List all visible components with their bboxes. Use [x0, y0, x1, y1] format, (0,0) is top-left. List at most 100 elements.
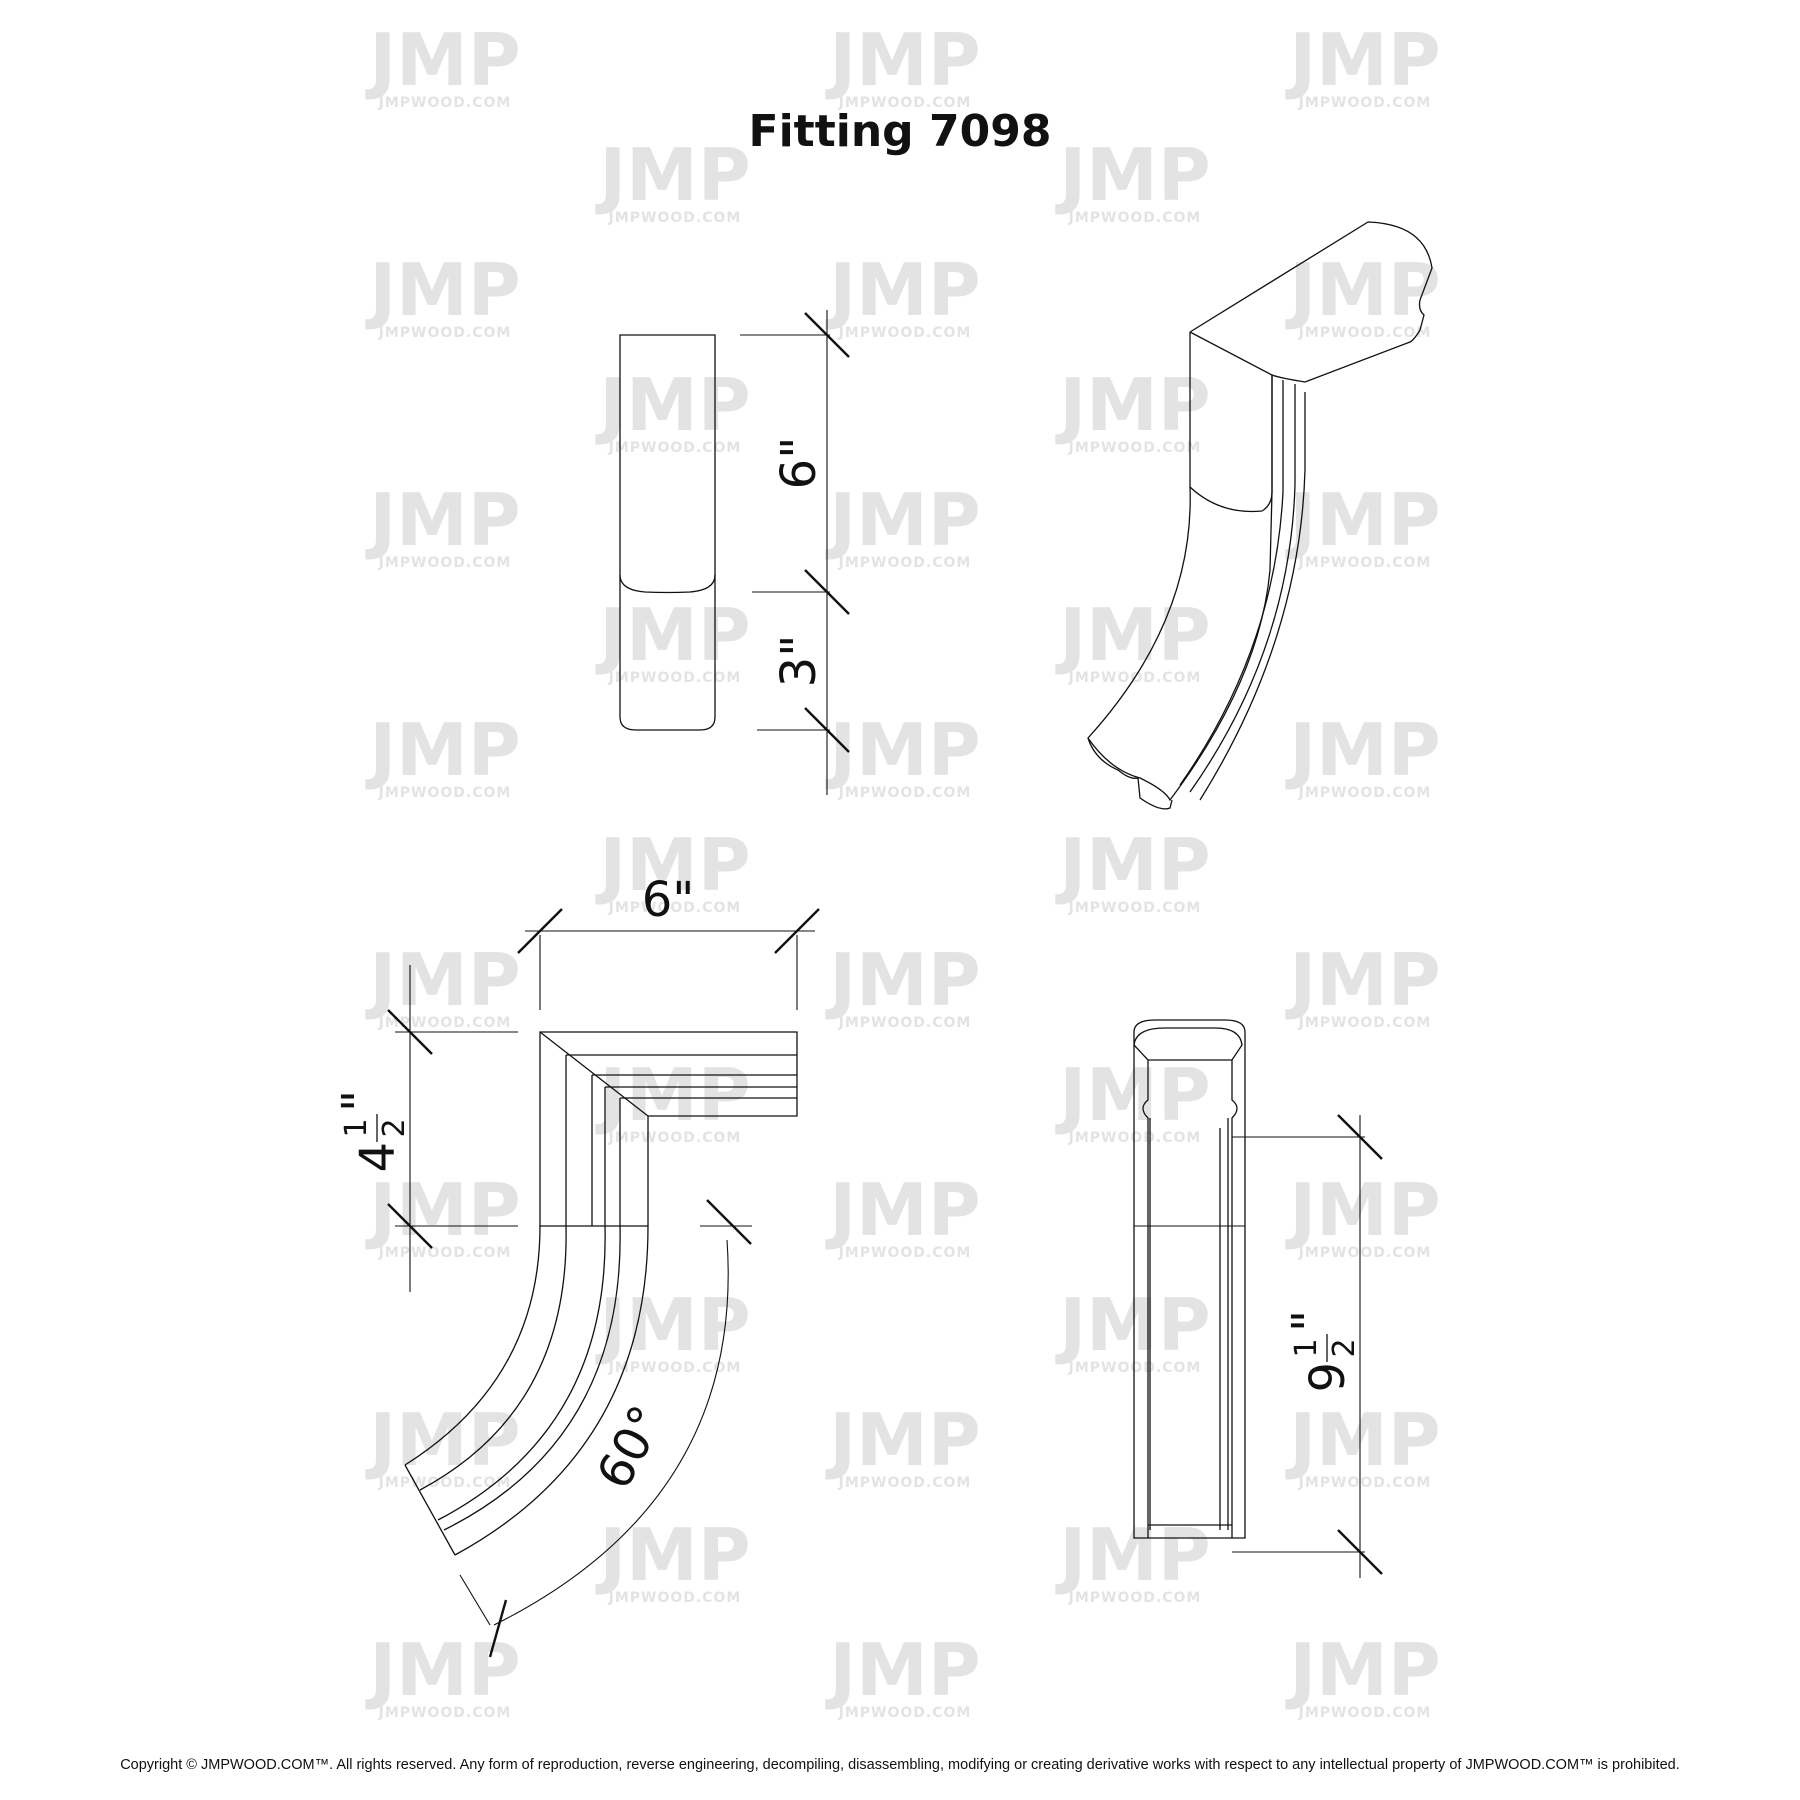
svg-text:JMPWOOD.COM: JMPWOOD.COM: [378, 325, 512, 341]
svg-text:JMPWOOD.COM: JMPWOOD.COM: [1298, 1245, 1432, 1261]
profile-outline: [1133, 1019, 1246, 1539]
profile-cap: [1133, 1027, 1243, 1061]
extension-line: [459, 1574, 491, 1626]
svg-text:JMPWOOD.COM: JMPWOOD.COM: [608, 1590, 742, 1606]
svg-text:JMPWOOD.COM: JMPWOOD.COM: [1298, 325, 1432, 341]
svg-text:JMP: JMP: [594, 1053, 750, 1137]
svg-text:JMP: JMP: [1284, 248, 1440, 332]
dimension-tick: [706, 1199, 752, 1245]
dimension-numerator: 1: [339, 1118, 374, 1137]
iso-profile-line: [1199, 392, 1306, 801]
side-elevation-view: 6" 3": [619, 310, 850, 795]
dimension-tick: [774, 908, 820, 954]
svg-text:JMPWOOD.COM: JMPWOOD.COM: [608, 440, 742, 456]
svg-text:JMP: JMP: [824, 1628, 980, 1712]
copyright-notice: Copyright © JMPWOOD.COM™. All rights res…: [120, 1757, 1680, 1773]
svg-text:JMPWOOD.COM: JMPWOOD.COM: [838, 1015, 972, 1031]
side-view-joint-line: [619, 574, 716, 594]
svg-text:JMP: JMP: [364, 1398, 520, 1482]
svg-text:JMP: JMP: [1284, 938, 1440, 1022]
svg-text:JMP: JMP: [594, 133, 750, 217]
dimension-whole: 4: [350, 1142, 406, 1173]
iso-end-profile: [1087, 737, 1173, 810]
dimension-inch-mark: ": [1282, 1310, 1338, 1332]
iso-profile-line: [1189, 384, 1296, 793]
dimension-label-60-degree: 60°: [586, 1397, 675, 1498]
svg-text:JMP: JMP: [594, 593, 750, 677]
profile-bead-left: [1142, 1060, 1149, 1538]
page-title: Fitting 7098: [749, 106, 1052, 157]
svg-text:JMPWOOD.COM: JMPWOOD.COM: [608, 1130, 742, 1146]
svg-text:JMP: JMP: [1054, 1283, 1210, 1367]
plan-profile-line: [604, 1086, 797, 1226]
dimension-label-6in-horizontal: 6": [642, 872, 695, 928]
svg-text:JMPWOOD.COM: JMPWOOD.COM: [838, 1705, 972, 1721]
dimension-denominator: 2: [1327, 1338, 1362, 1357]
svg-text:JMP: JMP: [364, 478, 520, 562]
svg-text:JMP: JMP: [1054, 363, 1210, 447]
svg-text:JMPWOOD.COM: JMPWOOD.COM: [1298, 785, 1432, 801]
iso-top-face: [1189, 221, 1433, 383]
svg-text:JMP: JMP: [824, 18, 980, 102]
profile-elevation-view: 9 1 2 ": [1133, 1019, 1383, 1578]
svg-text:JMP: JMP: [594, 1283, 750, 1367]
svg-text:JMPWOOD.COM: JMPWOOD.COM: [1298, 1705, 1432, 1721]
dimension-tick: [387, 1203, 433, 1249]
svg-text:JMP: JMP: [824, 708, 980, 792]
plan-curve-inner: [404, 1225, 541, 1466]
dimension-tick: [387, 1009, 433, 1055]
svg-text:JMP: JMP: [364, 938, 520, 1022]
svg-text:JMPWOOD.COM: JMPWOOD.COM: [838, 555, 972, 571]
svg-text:JMP: JMP: [824, 938, 980, 1022]
dimension-tick: [1337, 1529, 1383, 1575]
dimension-label-3in: 3": [771, 635, 827, 688]
plan-curve-outer: [454, 1225, 649, 1556]
svg-text:JMP: JMP: [364, 1628, 520, 1712]
svg-text:JMP: JMP: [824, 1398, 980, 1482]
watermark-layer: JMPJMPWOOD.COMJMPJMPWOOD.COMJMPJMPWOOD.C…: [364, 18, 1440, 1721]
dimension-numerator: 1: [1289, 1338, 1324, 1357]
dimension-inch-mark: ": [332, 1090, 388, 1112]
svg-text:JMP: JMP: [594, 363, 750, 447]
svg-text:JMPWOOD.COM: JMPWOOD.COM: [838, 95, 972, 111]
svg-text:JMPWOOD.COM: JMPWOOD.COM: [1298, 1475, 1432, 1491]
svg-text:JMP: JMP: [1054, 1513, 1210, 1597]
svg-text:JMP: JMP: [364, 248, 520, 332]
svg-text:JMP: JMP: [1054, 593, 1210, 677]
svg-text:JMP: JMP: [594, 1513, 750, 1597]
dimension-tick: [488, 1599, 508, 1658]
svg-text:JMPWOOD.COM: JMPWOOD.COM: [838, 1245, 972, 1261]
dimension-whole: 9: [1300, 1362, 1356, 1393]
plan-curve-profile: [437, 1225, 606, 1521]
svg-text:JMP: JMP: [1284, 478, 1440, 562]
dimension-label-9-half-in: 9 1 2 ": [1282, 1310, 1362, 1393]
svg-text:JMPWOOD.COM: JMPWOOD.COM: [1068, 1590, 1202, 1606]
svg-text:JMPWOOD.COM: JMPWOOD.COM: [608, 900, 742, 916]
svg-text:JMPWOOD.COM: JMPWOOD.COM: [378, 785, 512, 801]
svg-text:JMP: JMP: [1054, 133, 1210, 217]
plan-miter-line: [539, 1031, 649, 1117]
